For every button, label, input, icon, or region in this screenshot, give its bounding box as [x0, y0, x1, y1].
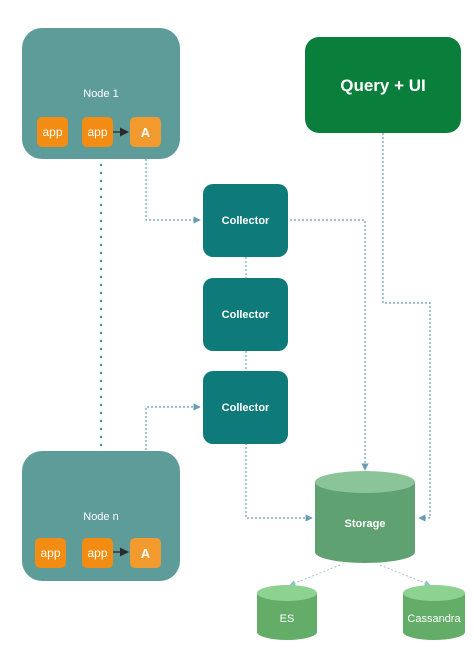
node-n-app-2-label: app	[87, 546, 107, 560]
es-body	[257, 593, 317, 640]
storage-top	[315, 471, 415, 493]
cassandra-label: Cassandra	[407, 613, 461, 625]
collector-3-box	[203, 371, 288, 444]
node-n-app-1-label: app	[40, 546, 60, 560]
query-ui: Query + UI	[305, 37, 461, 133]
connector-agent1-collector1	[145, 143, 201, 224]
es-label: ES	[280, 613, 295, 625]
collector-2: Collector	[203, 278, 288, 351]
node-1-app-1-box	[37, 117, 68, 147]
es-top	[257, 585, 317, 601]
node-1-app-1-label: app	[42, 125, 62, 139]
connector-collector3-storage	[245, 443, 313, 522]
connector-query-storage	[382, 133, 431, 522]
storage-label: Storage	[345, 518, 386, 530]
collector-2-box	[203, 278, 288, 351]
query-ui-box	[305, 37, 461, 133]
collector-3-label: Collector	[222, 402, 270, 414]
cassandra-body	[403, 593, 465, 640]
storage-body	[315, 482, 415, 563]
es-database: ES	[257, 585, 317, 640]
collector-1-label: Collector	[222, 215, 270, 227]
node-1-label: Node 1	[83, 88, 118, 100]
node-1-app-2-label: app	[87, 125, 107, 139]
node-n-agent-label: A	[141, 546, 151, 561]
collector-3: Collector	[203, 371, 288, 444]
connector-storage-cassandra	[379, 564, 431, 586]
cassandra-database: Cassandra	[403, 585, 465, 640]
node-1: Node 1 app app A	[22, 28, 180, 159]
node-1-app-2-box	[82, 117, 113, 147]
node-n-agent-box	[130, 538, 161, 568]
node-n-app-1-box	[35, 538, 66, 568]
node-1-agent-label: A	[141, 125, 151, 140]
collector-2-label: Collector	[222, 309, 270, 321]
connector-storage-es	[289, 564, 341, 586]
storage: Storage	[315, 471, 415, 563]
node-1-agent-box	[130, 117, 161, 147]
node-n-app-2-box	[82, 538, 113, 568]
node-n: Node n app app A	[22, 451, 180, 581]
node-n-label: Node n	[83, 511, 118, 523]
collector-1: Collector	[203, 184, 288, 257]
connector-collector1-storage	[290, 219, 369, 471]
query-ui-label: Query + UI	[340, 76, 426, 95]
cassandra-top	[403, 585, 465, 601]
collector-1-box	[203, 184, 288, 257]
